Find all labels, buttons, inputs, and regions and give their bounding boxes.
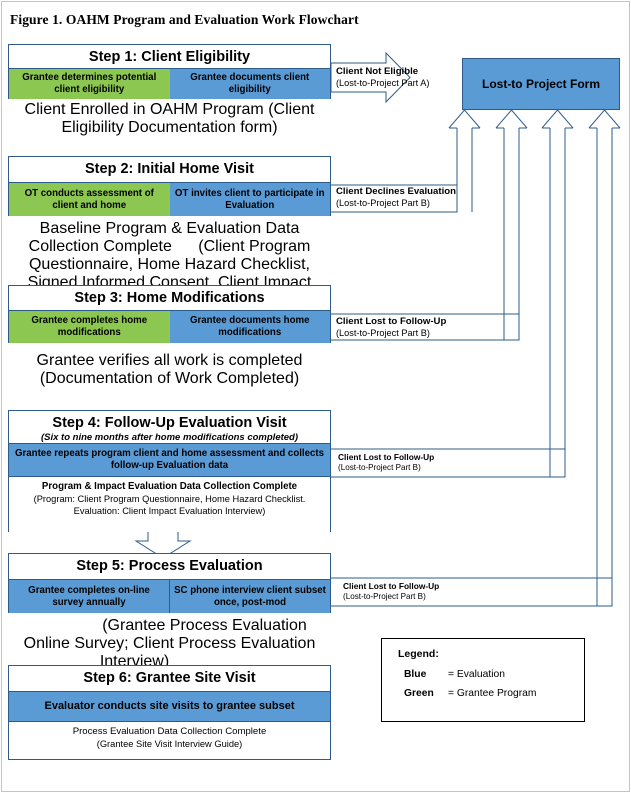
step4-heading-text: Step 4: Follow-Up Evaluation Visit bbox=[52, 415, 287, 431]
step5-heading: Step 5: Process Evaluation bbox=[9, 554, 330, 580]
arrowhead-3 bbox=[541, 109, 574, 129]
step-card-step5[interactable]: Step 5: Process Evaluation Grantee compl… bbox=[8, 553, 331, 613]
step-card-step3[interactable]: Step 3: Home Modifications Grantee compl… bbox=[8, 285, 331, 343]
step-card-step6[interactable]: Step 6: Grantee Site Visit Evaluator con… bbox=[8, 665, 331, 760]
lost-to-project-form-label: Lost-to Project Form bbox=[481, 77, 600, 91]
conn5-line1: Client Lost to Follow-Up bbox=[343, 581, 440, 591]
step4-footer-line2: (Program: Client Program Questionnaire, … bbox=[33, 494, 306, 517]
step3-cell-1[interactable]: Grantee documents home modifications bbox=[169, 311, 330, 343]
step-card-step2[interactable]: Step 2: Initial Home Visit OT conducts a… bbox=[8, 156, 331, 216]
step1-cell-0[interactable]: Grantee determines potential client elig… bbox=[9, 69, 170, 99]
step1-footer-line2: (Client Eligibility Documentation form) bbox=[61, 101, 315, 136]
step1-heading: Step 1: Client Eligibility bbox=[9, 45, 330, 69]
connector-label-conn3: Client Lost to Follow-Up (Lost-to-Projec… bbox=[336, 316, 446, 339]
step1-footer: Client Enrolled in OAHM Program (Client … bbox=[8, 101, 331, 137]
conn4-line1: Client Lost to Follow-Up bbox=[338, 452, 435, 462]
conn1-line2: (Lost-to-Project Part A) bbox=[336, 77, 430, 88]
arrowhead-1 bbox=[448, 109, 481, 129]
connector-label-conn5: Client Lost to Follow-Up (Lost-to-Projec… bbox=[343, 581, 439, 602]
lost-to-project-form-box[interactable]: Lost-to Project Form bbox=[462, 58, 620, 110]
legend-row-blue: Blue = Evaluation bbox=[398, 669, 584, 680]
step5-cell-0[interactable]: Grantee completes on-line survey annuall… bbox=[9, 580, 169, 613]
figure-title: Figure 1. OAHM Program and Evaluation Wo… bbox=[10, 12, 359, 27]
step4-heading: Step 4: Follow-Up Evaluation Visit (Six … bbox=[9, 411, 330, 444]
connector-label-conn2: Client Declines Evaluation (Lost-to-Proj… bbox=[336, 186, 456, 209]
step1-cell-1[interactable]: Grantee documents client eligibility bbox=[169, 69, 330, 99]
step2-cell-1[interactable]: OT invites client to participate in Eval… bbox=[169, 183, 330, 216]
step2-band: OT conducts assessment of client and hom… bbox=[9, 183, 330, 216]
conn2-line1: Client Declines Evaluation bbox=[336, 186, 456, 197]
step1-footer-line1: Client Enrolled in OAHM Program bbox=[24, 101, 264, 118]
step-card-step4[interactable]: Step 4: Follow-Up Evaluation Visit (Six … bbox=[8, 410, 331, 532]
step5-footer: (Grantee Process Evaluation Online Surve… bbox=[8, 617, 331, 671]
legend-value-green: = Grantee Program bbox=[448, 688, 537, 699]
arrowhead-2 bbox=[495, 109, 528, 129]
step1-band: Grantee determines potential client elig… bbox=[9, 69, 330, 99]
conn5-line2: (Lost-to-Project Part B) bbox=[343, 591, 426, 601]
step5-cell-1[interactable]: SC phone interview client subset once, p… bbox=[169, 580, 330, 613]
step6-footer: Process Evaluation Data Collection Compl… bbox=[9, 722, 330, 759]
conn2-line2: (Lost-to-Project Part B) bbox=[336, 197, 430, 208]
step3-heading: Step 3: Home Modifications bbox=[9, 286, 330, 311]
step5-footer-line2: (Grantee Process Evaluation Online Surve… bbox=[23, 617, 316, 670]
step4-band: Grantee repeats program client and home … bbox=[9, 444, 330, 477]
step4-footer: Program & Impact Evaluation Data Collect… bbox=[9, 477, 330, 532]
step6-footer-line1: Process Evaluation Data Collection Compl… bbox=[72, 726, 267, 737]
step6-footer-line2: (Grantee Site Visit Interview Guide) bbox=[96, 739, 243, 750]
step3-footer-line1: Grantee verifies all work is completed bbox=[36, 352, 303, 369]
connector-label-conn1: Client Not Eligible (Lost-to-Project Par… bbox=[336, 66, 429, 89]
connector-label-conn4: Client Lost to Follow-Up (Lost-to-Projec… bbox=[338, 452, 434, 473]
legend-value-blue: = Evaluation bbox=[448, 669, 505, 680]
step2-footer-line1: Baseline Program & Evaluation Data Colle… bbox=[28, 220, 300, 255]
step2-cell-0[interactable]: OT conducts assessment of client and hom… bbox=[9, 183, 170, 216]
conn3-line1: Client Lost to Follow-Up bbox=[336, 316, 447, 327]
step4-subheading: (Six to nine months after home modificat… bbox=[40, 431, 299, 443]
step6-band: Evaluator conducts site visits to grante… bbox=[9, 692, 330, 722]
step3-footer: Grantee verifies all work is completed (… bbox=[8, 352, 331, 388]
step4-footer-line1: Program & Impact Evaluation Data Collect… bbox=[41, 481, 298, 492]
step6-heading: Step 6: Grantee Site Visit bbox=[9, 666, 330, 692]
conn1-line1: Client Not Eligible bbox=[336, 66, 419, 77]
step3-band: Grantee completes home modifications Gra… bbox=[9, 311, 330, 343]
legend-box: Legend: Blue = Evaluation Green = Grante… bbox=[381, 638, 585, 722]
step4-cell-0[interactable]: Grantee repeats program client and home … bbox=[9, 444, 330, 476]
step3-cell-0[interactable]: Grantee completes home modifications bbox=[9, 311, 170, 343]
legend-key-green: Green bbox=[404, 688, 434, 699]
arrowhead-4 bbox=[588, 109, 621, 129]
step3-footer-line2: (Documentation of Work Completed) bbox=[39, 370, 300, 387]
step5-band: Grantee completes on-line survey annuall… bbox=[9, 580, 330, 613]
legend-key-blue: Blue bbox=[404, 669, 427, 680]
conn4-line2: (Lost-to-Project Part B) bbox=[338, 462, 421, 472]
step-card-step1[interactable]: Step 1: Client Eligibility Grantee deter… bbox=[8, 44, 331, 99]
conn3-line2: (Lost-to-Project Part B) bbox=[336, 327, 430, 338]
step6-cell-0[interactable]: Evaluator conducts site visits to grante… bbox=[9, 692, 330, 721]
legend-title: Legend: bbox=[398, 648, 439, 660]
legend-row-green: Green = Grantee Program bbox=[398, 688, 584, 699]
step2-heading: Step 2: Initial Home Visit bbox=[9, 157, 330, 183]
